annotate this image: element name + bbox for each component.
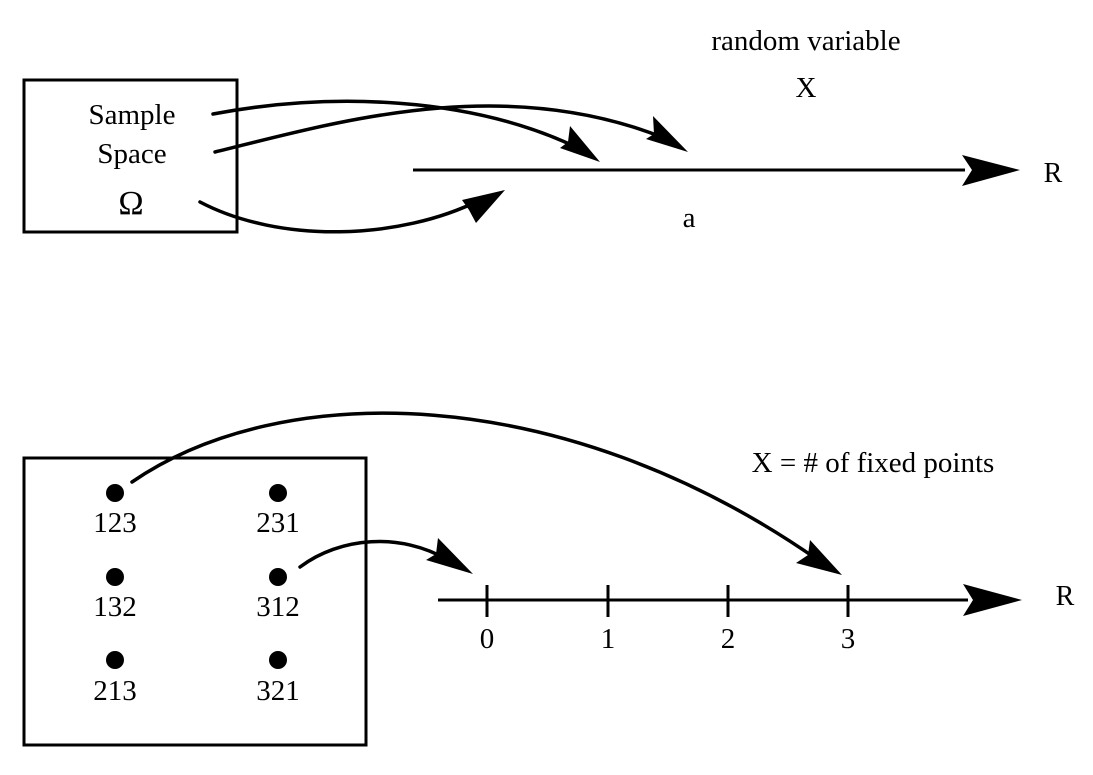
bottom-panel: 123 231 132 312 213 321 X = # of fixed p… [22, 411, 1075, 747]
sample-space-label-line2: Space [97, 138, 166, 170]
tick-label: 2 [721, 623, 736, 655]
tick-label: 0 [480, 623, 495, 655]
mapping-arrow-sample-1 [211, 99, 580, 150]
mapping-arrow-123-to-3 [130, 411, 820, 562]
mapping-arrow-sample-2 [213, 104, 666, 154]
mapping-arrowhead-123 [796, 540, 842, 575]
outcome-label: 132 [93, 591, 137, 623]
outcome-dot-123 [106, 484, 124, 502]
fixed-points-caption: X = # of fixed points [752, 447, 995, 479]
mapping-arrowhead-3 [462, 190, 505, 223]
outcome-dot-132 [106, 568, 124, 586]
outcome-dot-231 [269, 484, 287, 502]
outcome-dot-312 [269, 568, 287, 586]
point-label-a: a [683, 202, 696, 234]
real-line-bottom-label: R [1056, 581, 1075, 612]
random-variable-name: X [796, 72, 817, 104]
top-panel: Sample Space Ω random variable X R a [22, 25, 1063, 234]
tick-label: 1 [601, 623, 616, 655]
outcome-dot-321 [269, 651, 287, 669]
outcome-label: 312 [256, 591, 300, 623]
outcome-label: 123 [93, 507, 137, 539]
sample-space-label-line1: Sample [89, 99, 176, 131]
sample-space-box [22, 78, 239, 234]
random-variable-title: random variable [711, 25, 900, 57]
mapping-arrowhead-1 [560, 126, 600, 162]
outcome-label: 213 [93, 675, 137, 707]
mapping-arrowhead-312 [426, 538, 473, 574]
outcome-label: 231 [256, 507, 300, 539]
real-line-top-label: R [1044, 158, 1063, 189]
permutation-box [22, 456, 368, 747]
outcome-label: 321 [256, 675, 300, 707]
tick-label: 3 [841, 623, 856, 655]
real-line-bottom-arrowhead [963, 584, 1022, 616]
mapping-arrow-312-to-0 [298, 539, 450, 569]
omega-symbol: Ω [118, 185, 143, 222]
mapping-arrowhead-2 [646, 116, 688, 152]
outcome-dot-213 [106, 651, 124, 669]
mapping-arrow-omega [198, 198, 482, 234]
real-line-top-arrowhead [962, 155, 1020, 186]
